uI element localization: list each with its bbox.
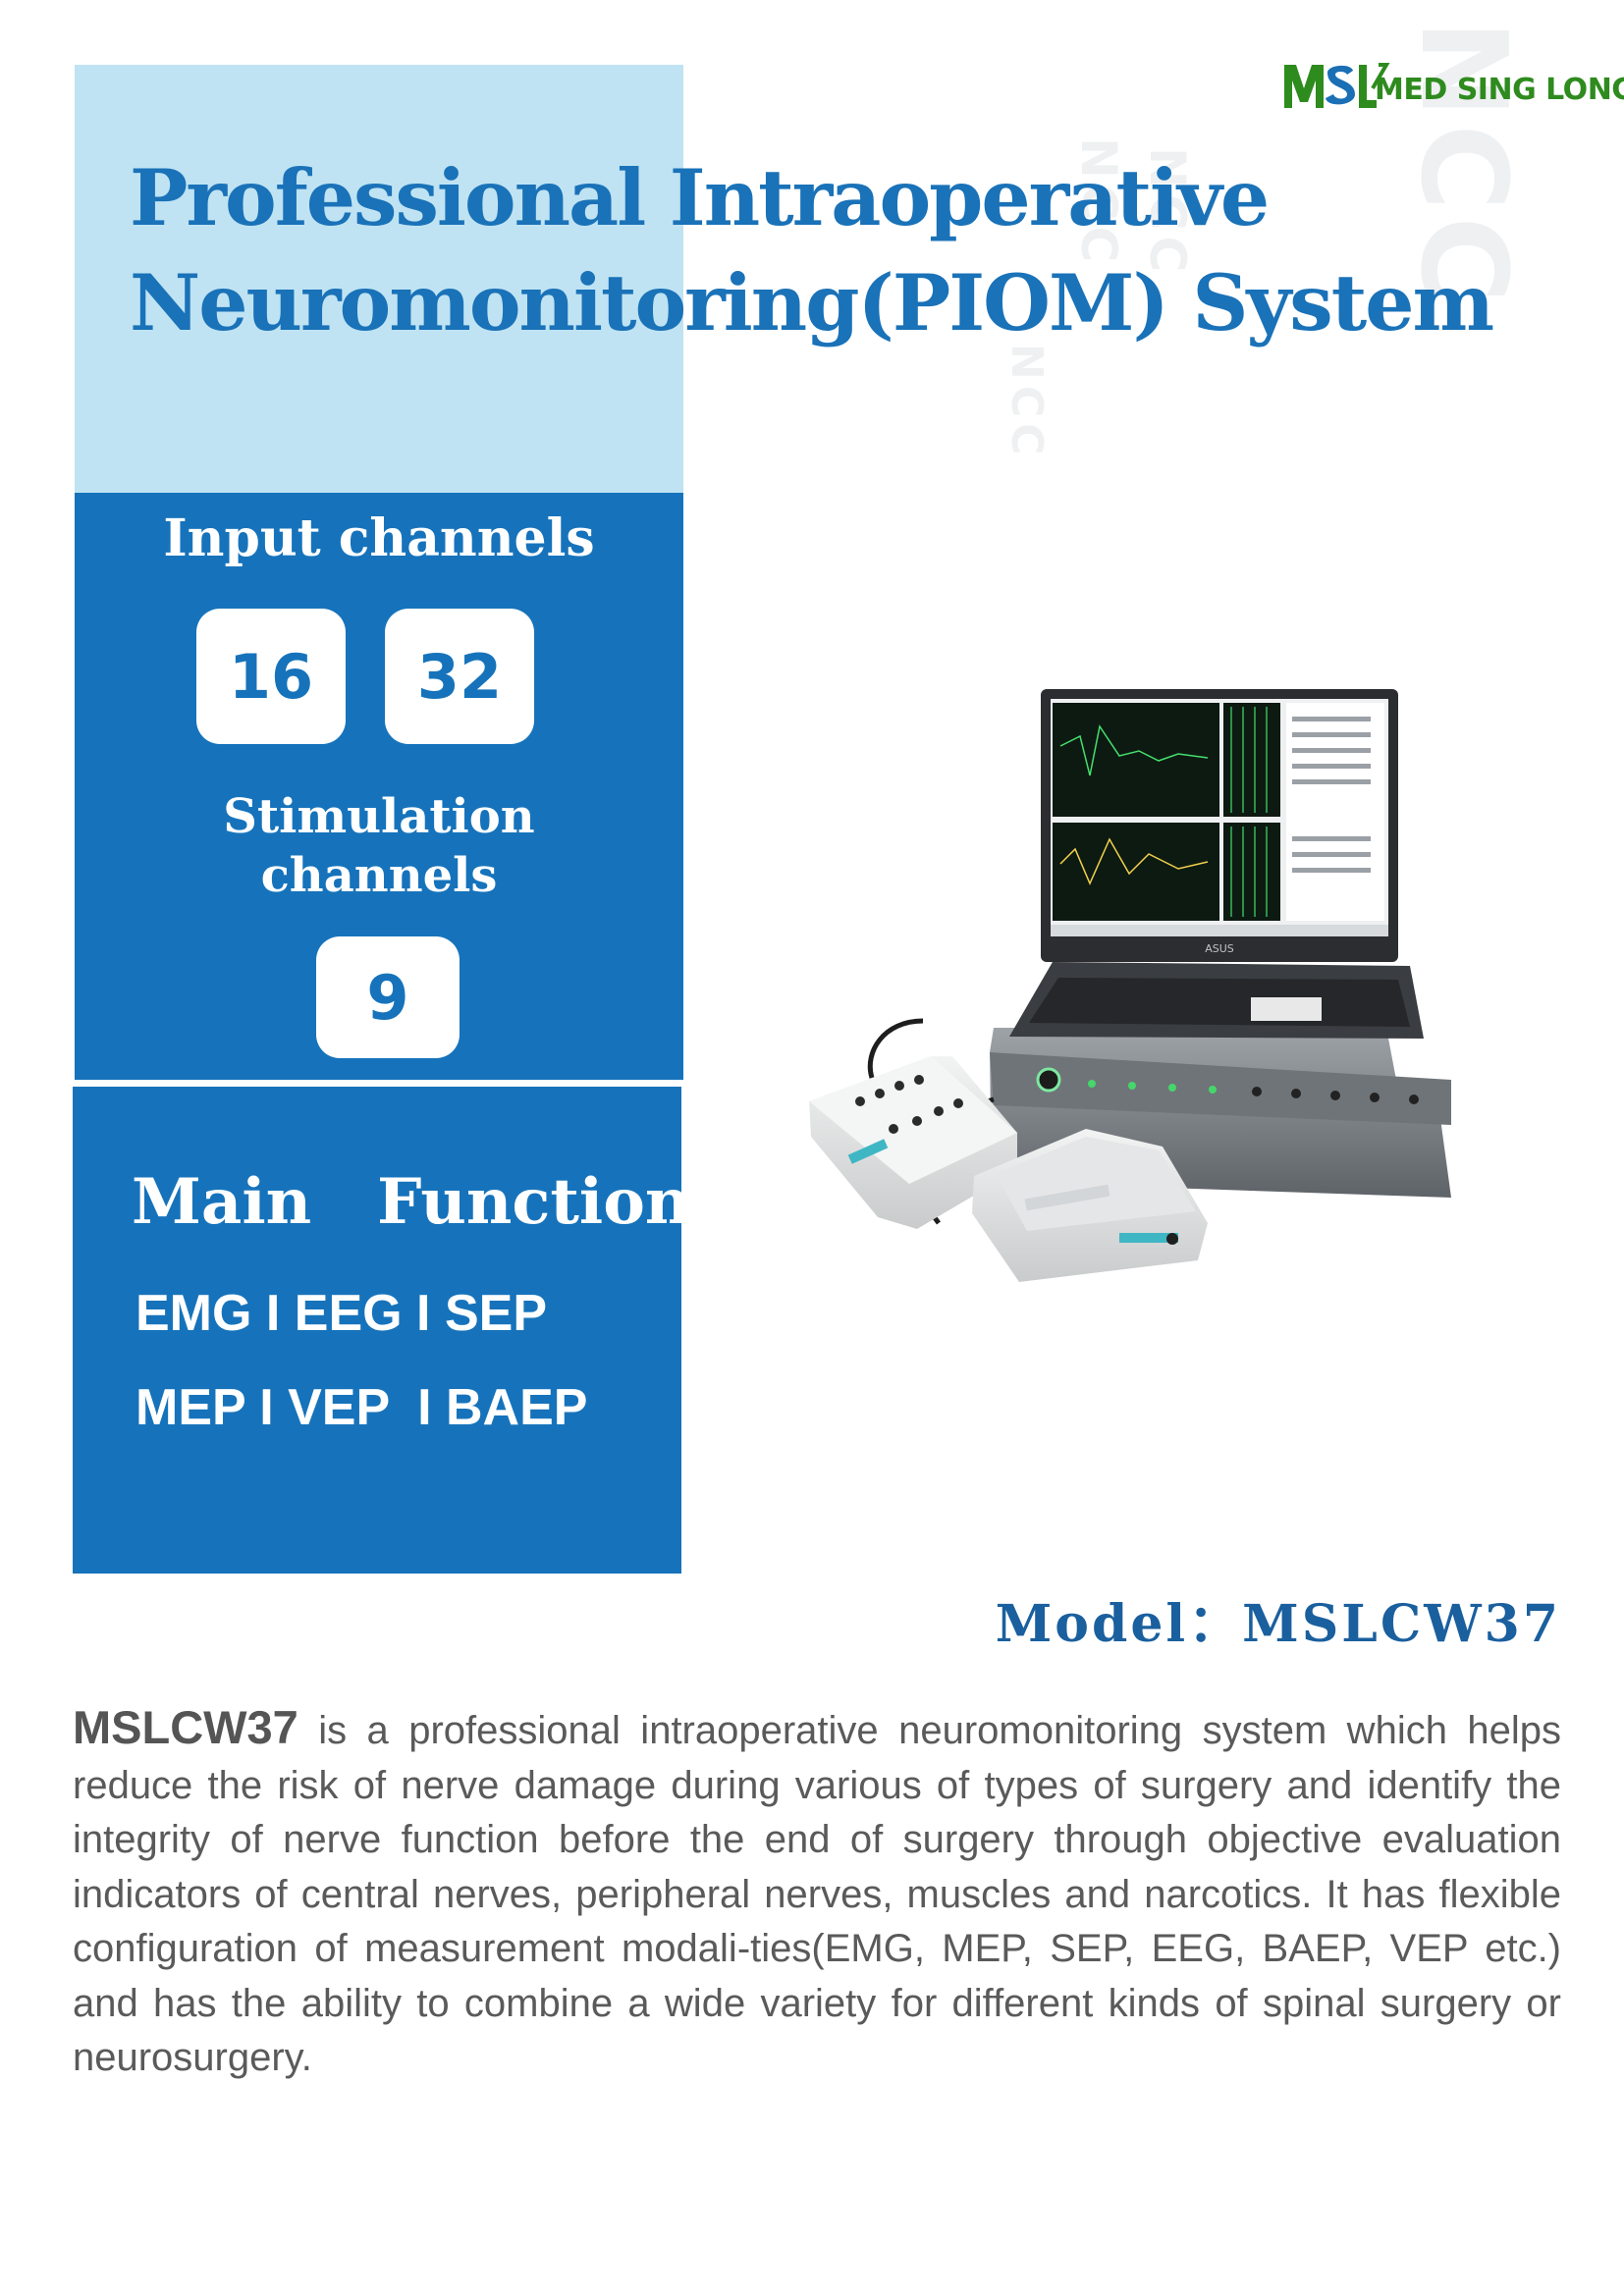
light-blue-title-panel <box>75 65 683 493</box>
logo-mark-icon <box>1284 63 1390 108</box>
brand-name: MED SING LONG <box>1375 73 1624 107</box>
input-channels-16-badge: 16 <box>196 609 346 744</box>
description-text: is a professional intraoperative neuromo… <box>73 1709 1561 2079</box>
input-channels-32-badge: 32 <box>385 609 534 744</box>
main-functions-panel: Main Functions: <box>73 1087 749 1574</box>
functions-line: EMG I EEG I SEP <box>135 1285 547 1342</box>
watermark-text: NCC <box>1001 344 1052 461</box>
model-prefix: Model： <box>995 1594 1243 1654</box>
title-line: Professional Intraoperative <box>130 152 1270 243</box>
product-image: ASUS <box>809 689 1451 1282</box>
model-label: Model：MSLCW37 <box>996 1582 1561 1656</box>
page-title: Professional Intraoperative Neuromonitor… <box>130 145 1494 355</box>
model-value: MSLCW37 <box>1242 1594 1561 1654</box>
stimulation-channels-heading: Stimulation channels <box>75 787 683 905</box>
main-functions-heading: Main Functions: <box>132 1165 750 1239</box>
stimulation-channels-badge: 9 <box>316 936 460 1058</box>
title-line: Neuromonitoring(PIOM) System <box>130 257 1494 348</box>
input-channels-heading: Input channels <box>163 508 595 568</box>
stimulation-heading-line: channels <box>260 848 498 903</box>
channels-panel: Input channels 16 32 Stimulation channel… <box>75 493 683 1080</box>
brand-logo <box>1284 63 1390 108</box>
laptop-brand-label: ASUS <box>1205 942 1234 955</box>
description-lead: MSLCW37 <box>73 1701 298 1753</box>
product-description: MSLCW37 is a professional intraoperative… <box>73 1700 1561 2086</box>
stimulation-heading-line: Stimulation <box>223 789 535 844</box>
functions-line: MEP I VEP I BAEP <box>135 1379 588 1436</box>
